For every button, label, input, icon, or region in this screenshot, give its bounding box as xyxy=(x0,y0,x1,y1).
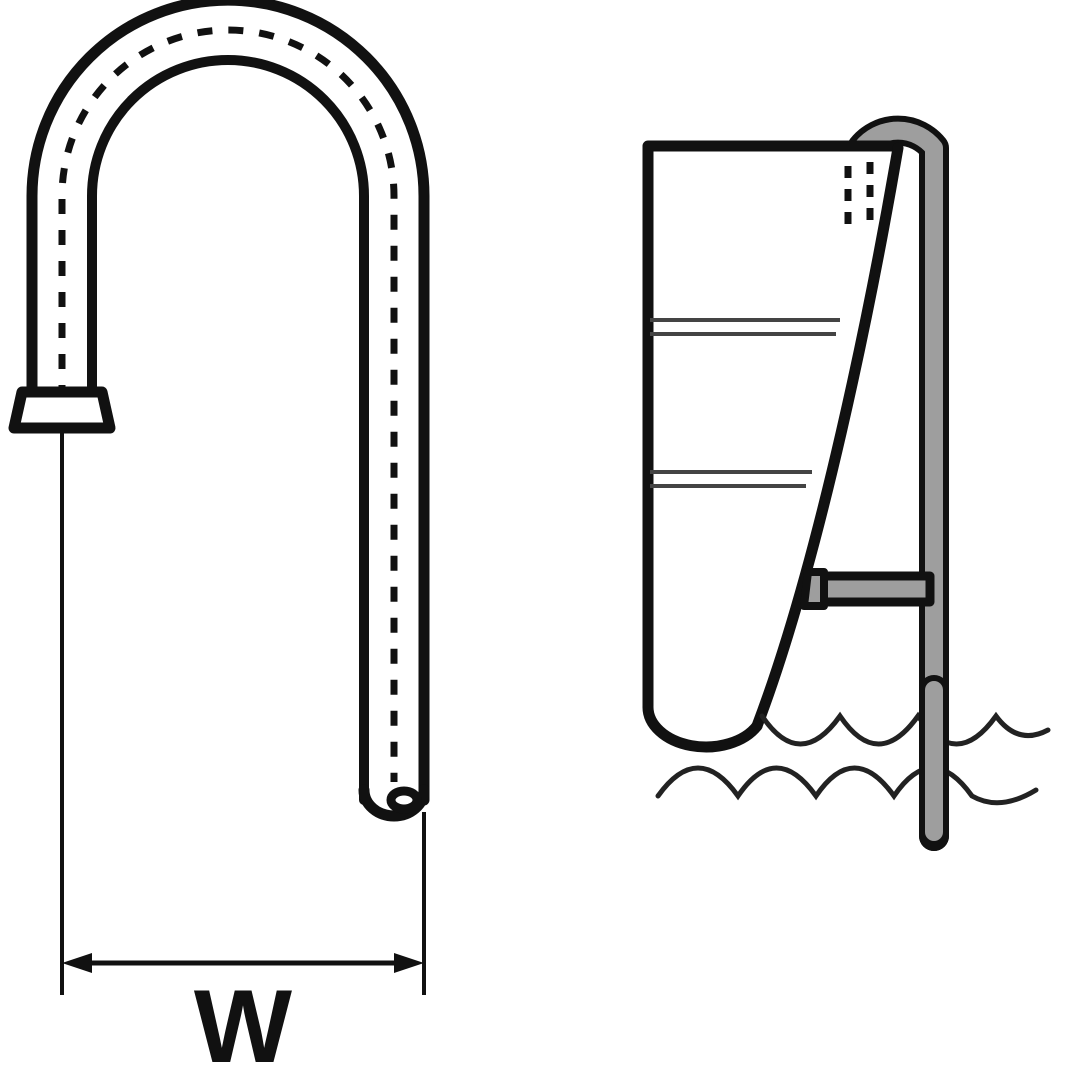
end-cap-body xyxy=(8,386,116,434)
tube-inner-edge xyxy=(87,55,369,805)
tube-eyelet xyxy=(386,786,422,814)
wave-line-row-1 xyxy=(759,711,1051,747)
right-view-group xyxy=(642,115,1051,851)
fabric-panel-group xyxy=(642,140,904,754)
stitch-marks-group xyxy=(844,162,874,230)
dimension-arrowhead-left xyxy=(62,953,92,973)
crossbar-group xyxy=(800,568,935,610)
tube-outline xyxy=(26,0,430,806)
left-view-group: W xyxy=(8,0,430,1080)
fabric-outline xyxy=(642,140,903,753)
tube-outer-edge xyxy=(26,0,430,806)
fabric-band-1 xyxy=(650,318,840,336)
water-group xyxy=(655,711,1051,806)
fabric-band-2 xyxy=(650,470,812,488)
crossbar-bracket xyxy=(800,568,828,610)
stitch-dashed-line xyxy=(58,26,398,782)
tube-bottom-fold xyxy=(358,784,430,822)
dimension-arrowhead-right xyxy=(394,953,424,973)
dimension-label-w: W xyxy=(194,969,293,1080)
metal-pole-group xyxy=(847,115,949,851)
fabric-drape-edge xyxy=(751,142,904,732)
end-cap xyxy=(8,386,116,434)
dimension-group: W xyxy=(60,432,426,1080)
fabric-fill xyxy=(648,146,897,754)
stitch-line-group xyxy=(58,26,398,782)
pole-fill xyxy=(853,121,943,845)
wave-line-row-2 xyxy=(655,765,1039,806)
crossbar-body xyxy=(807,571,935,607)
